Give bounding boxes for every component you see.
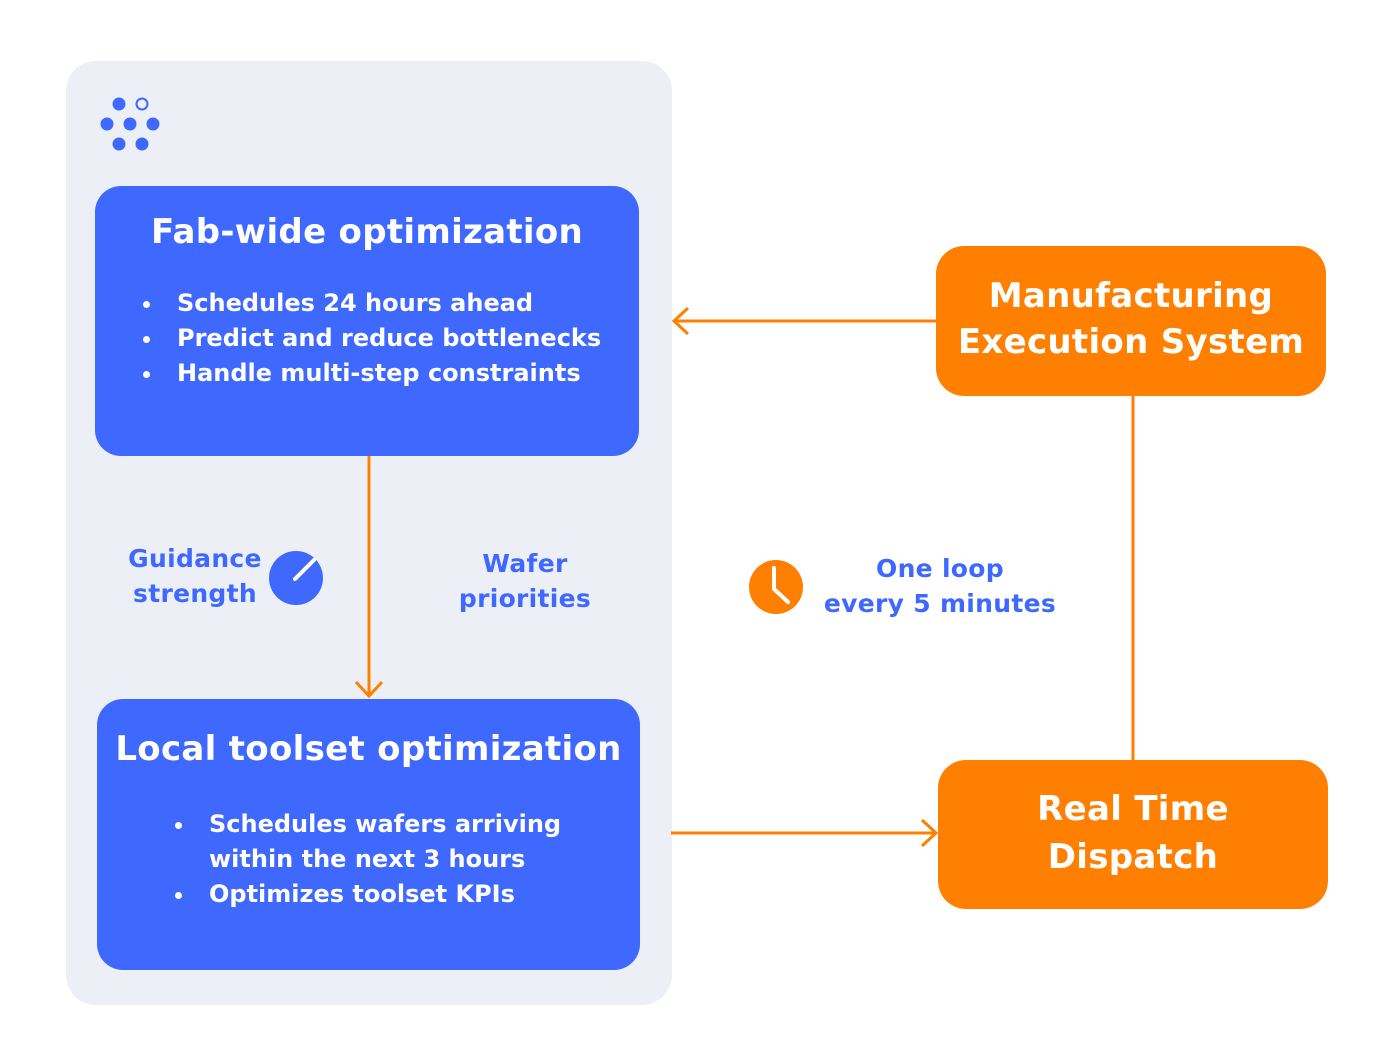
- guidance-label-line2: strength: [133, 579, 257, 608]
- clock-icon: [749, 560, 803, 614]
- list-item: Predict and reduce bottlenecks: [139, 321, 601, 356]
- fab-wide-box: Fab-wide optimization Schedules 24 hours…: [95, 186, 639, 456]
- arrowhead-down: [354, 680, 384, 699]
- local-toolset-title: Local toolset optimization: [115, 729, 622, 769]
- list-item: Optimizes toolset KPIs: [171, 877, 611, 912]
- fab-wide-title: Fab-wide optimization: [150, 212, 584, 252]
- local-toolset-bullets: Schedules wafers arriving within the nex…: [171, 807, 611, 912]
- rtd-box: Real Time Dispatch: [938, 760, 1328, 909]
- mes-title-line1: Manufacturing: [988, 276, 1274, 316]
- gauge-icon: [269, 551, 323, 605]
- wafer-priorities-label: Wafer priorities: [445, 546, 605, 616]
- wafer-label-line2: priorities: [458, 584, 592, 613]
- guidance-label-line1: Guidance: [128, 544, 262, 573]
- list-item: Schedules 24 hours ahead: [139, 286, 601, 321]
- mes-title-line2: Execution System: [957, 322, 1305, 362]
- local-toolset-box: Local toolset optimization Schedules waf…: [97, 699, 640, 970]
- list-item: Handle multi-step constraints: [139, 356, 601, 391]
- rtd-title-line2: Dispatch: [1047, 837, 1219, 877]
- list-item: Schedules wafers arriving within the nex…: [171, 807, 611, 877]
- loop-label-line1: One loop: [876, 554, 1004, 583]
- arrowhead-right: [920, 818, 939, 848]
- loop-frequency-label: One loop every 5 minutes: [820, 551, 1060, 621]
- arrowhead-left: [671, 306, 690, 336]
- guidance-strength-label: Guidance strength: [120, 541, 270, 611]
- wafer-label-line1: Wafer: [482, 549, 568, 578]
- fab-wide-bullets: Schedules 24 hours ahead Predict and red…: [139, 286, 601, 391]
- logo-dots-icon: [100, 97, 160, 151]
- loop-label-line2: every 5 minutes: [823, 589, 1057, 618]
- rtd-title-line1: Real Time: [1037, 789, 1229, 829]
- mes-box: Manufacturing Execution System: [936, 246, 1326, 396]
